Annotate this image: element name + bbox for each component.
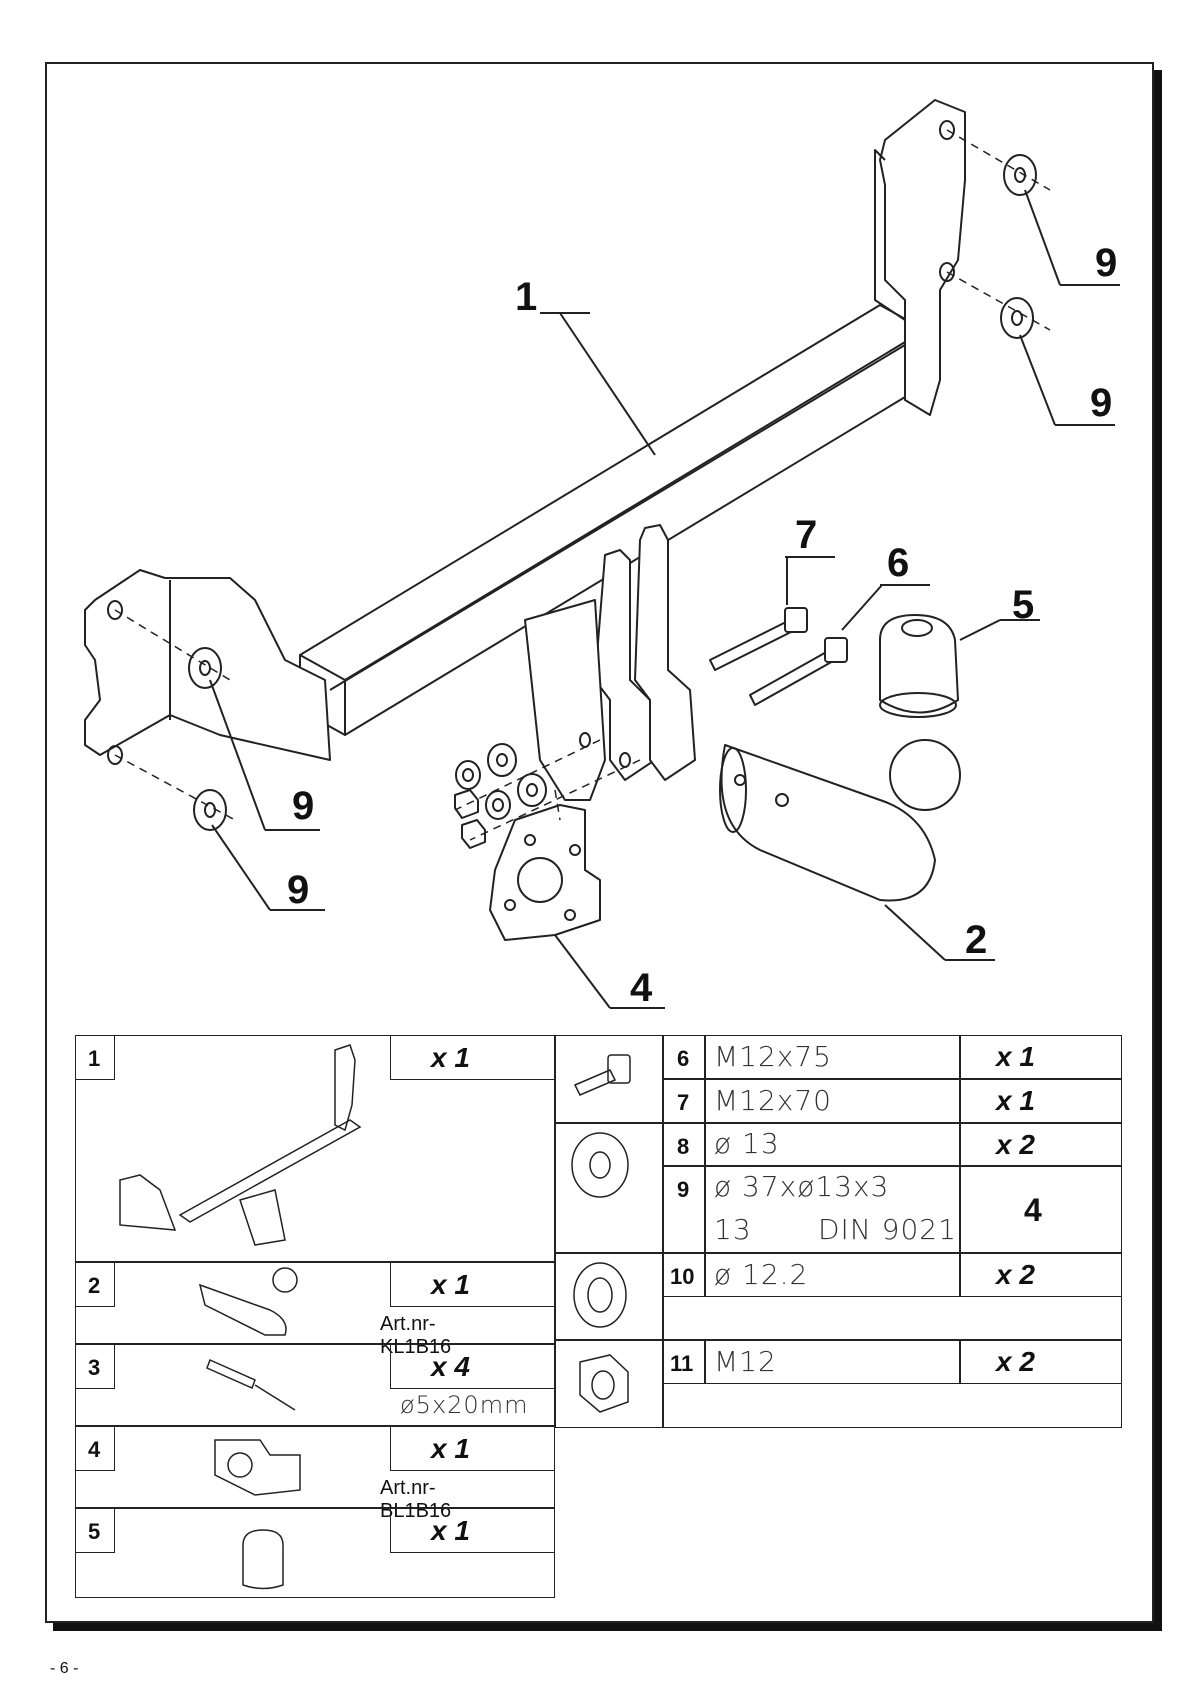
page-frame bbox=[45, 62, 1154, 1623]
part-number: 11 bbox=[670, 1351, 694, 1376]
article-number: Art.nr-BL1B16 bbox=[380, 1477, 452, 1522]
part-number: 8 bbox=[677, 1134, 690, 1159]
part-number: 1 bbox=[88, 1046, 101, 1071]
part-quantity: x 2 bbox=[996, 1129, 1035, 1160]
rivet-size: ø5x20mm bbox=[400, 1391, 529, 1419]
part-number: 7 bbox=[677, 1090, 690, 1115]
callout-9-top: 9 bbox=[1095, 241, 1118, 285]
article-number: Art.nr-KL1B16 bbox=[380, 1313, 452, 1358]
tow-bar-crossbar-drawing bbox=[84, 99, 1037, 941]
part-quantity: x 1 bbox=[996, 1085, 1035, 1116]
part-spec-standard: DIN 9021 bbox=[818, 1213, 957, 1246]
nut-icon-cell bbox=[555, 1340, 663, 1428]
part-number: 5 bbox=[88, 1519, 101, 1544]
washer-icon-cell bbox=[555, 1123, 663, 1253]
part-quantity: x 1 bbox=[431, 1269, 470, 1300]
part-number: 4 bbox=[88, 1437, 101, 1462]
part-spec: ø 12.2 bbox=[714, 1258, 809, 1291]
callout-5: 5 bbox=[1012, 583, 1035, 627]
part-number: 2 bbox=[88, 1273, 101, 1298]
callout-9-left: 9 bbox=[292, 784, 315, 828]
callout-9-upper: 9 bbox=[1090, 381, 1113, 425]
part-spec: M12x70 bbox=[714, 1084, 832, 1117]
callout-4: 4 bbox=[630, 966, 653, 1010]
part-quantity: x 2 bbox=[996, 1259, 1035, 1290]
part-spec: M12x75 bbox=[714, 1040, 832, 1073]
part-spec: M12 bbox=[714, 1345, 777, 1378]
part-number: 9 bbox=[677, 1177, 690, 1202]
part-number: 10 bbox=[670, 1264, 695, 1289]
part-quantity: x 1 bbox=[996, 1041, 1035, 1072]
callout-9-bottom: 9 bbox=[287, 868, 310, 912]
callout-6: 6 bbox=[887, 541, 910, 585]
part-row-1 bbox=[75, 1035, 555, 1262]
part-quantity: x 2 bbox=[996, 1346, 1035, 1377]
part-quantity: x 1 bbox=[431, 1515, 470, 1546]
callout-7: 7 bbox=[795, 513, 818, 557]
part-number: 3 bbox=[88, 1355, 101, 1380]
part-number: 6 bbox=[677, 1046, 690, 1071]
part-quantity: x 4 bbox=[431, 1351, 470, 1382]
part-quantity: x 1 bbox=[431, 1433, 470, 1464]
part-quantity: 4 bbox=[1024, 1192, 1042, 1228]
spring-washer-icon-cell bbox=[555, 1253, 663, 1340]
part-spec: ø 37xø13x3 bbox=[714, 1170, 890, 1203]
page-number: - 6 - bbox=[50, 1660, 79, 1677]
part-spec-thickness: 13 bbox=[714, 1213, 752, 1246]
callout-2: 2 bbox=[965, 918, 988, 962]
part-spec: ø 13 bbox=[714, 1127, 780, 1160]
bolt-icon-cell bbox=[555, 1035, 663, 1123]
part-quantity: x 1 bbox=[431, 1042, 470, 1073]
callout-1: 1 bbox=[515, 275, 538, 319]
part-row-5 bbox=[75, 1508, 555, 1598]
